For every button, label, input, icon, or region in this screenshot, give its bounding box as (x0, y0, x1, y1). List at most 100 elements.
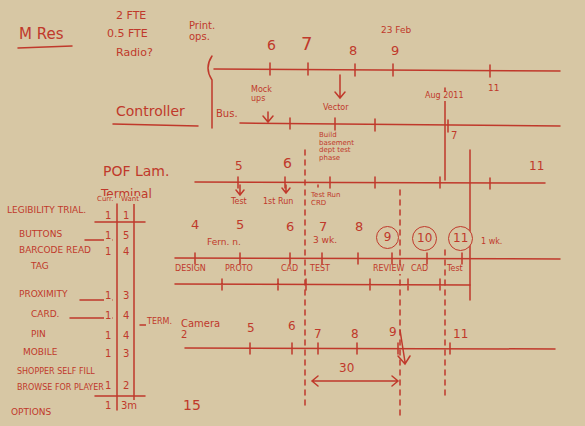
handwritten-label: 9 (390, 44, 400, 58)
handwritten-label: 6 (287, 320, 297, 333)
handwritten-label: 8 (350, 328, 360, 341)
handwritten-label: PROXIMITY (18, 290, 68, 300)
handwritten-label: BARCODE READ (18, 246, 92, 256)
handwritten-label: 1 (122, 210, 130, 221)
handwritten-label: TERM. (146, 318, 173, 327)
handwritten-label: Want (120, 196, 140, 204)
handwritten-label: 1 (104, 380, 112, 391)
timeline (175, 258, 560, 259)
handwritten-label: M Res (18, 26, 65, 43)
handwritten-label: Camera 2 (180, 318, 222, 340)
handwritten-label: 2 (122, 380, 130, 391)
handwritten-label: 9 (388, 326, 398, 339)
ticks (270, 63, 490, 77)
handwritten-label: 6 (285, 220, 295, 234)
handwritten-label: TAG (30, 262, 50, 272)
handwritten-label: SHOPPER SELF FILL (16, 368, 96, 377)
handwritten-label: 15 (182, 398, 202, 413)
ticks (195, 253, 462, 264)
handwritten-label: Test Run CRD (310, 192, 348, 207)
handwritten-label: Vector (322, 104, 350, 113)
handwritten-label: Test (230, 198, 248, 207)
handwritten-label: 7 (300, 34, 313, 54)
arrow (398, 330, 410, 364)
handwritten-label: 2 FTE (115, 10, 147, 22)
circled-number: 10 (412, 226, 437, 251)
handwritten-label: Test (446, 265, 464, 274)
dimension-arrow (312, 376, 398, 386)
handwritten-label: 3m (120, 400, 138, 411)
handwritten-label: 1st Run (262, 198, 294, 207)
handwritten-label: 7 (318, 220, 328, 234)
handwritten-label: 1 (104, 246, 112, 257)
handwritten-label: 1 wk. (480, 238, 503, 247)
handwritten-label: Build basement dept test phase (318, 132, 368, 163)
handwritten-label: CAD (280, 265, 299, 274)
handwritten-label: 4 (190, 218, 200, 232)
handwritten-label: CARD. (30, 310, 61, 320)
handwritten-label: 23 Feb (380, 26, 412, 36)
handwritten-label: Print. ops. (188, 20, 226, 42)
handwritten-label: PIN (30, 330, 47, 340)
node-text: 9 (384, 231, 392, 244)
handwritten-label: 1 (104, 230, 112, 241)
timeline (185, 348, 555, 349)
handwritten-label: MOBILE (22, 348, 58, 358)
handwritten-label: DESIGN (174, 265, 207, 274)
timeline (240, 123, 560, 126)
handwritten-label: 1 (104, 290, 112, 301)
handwritten-label: 1 (104, 310, 112, 321)
handwritten-label: PROTO (224, 265, 254, 274)
handwritten-label: 1 (104, 210, 112, 221)
handwritten-label: TEST (309, 265, 331, 274)
handwritten-label: Bus. (215, 108, 239, 119)
handwritten-label: BUTTONS (18, 230, 63, 240)
handwritten-label: 3 wk. (312, 236, 338, 246)
handwritten-label: REVIEW (372, 265, 405, 274)
handwritten-label: Mock ups (250, 86, 286, 104)
handwritten-label: 5 (234, 160, 244, 173)
table-lines (95, 204, 145, 410)
handwritten-label: 4 (122, 330, 130, 341)
handwritten-label: 11 (528, 160, 545, 173)
underline (113, 124, 198, 126)
handwritten-label: 6 (266, 38, 277, 53)
phase-line (175, 279, 470, 290)
handwritten-label: 5 (235, 218, 245, 232)
ink-lines (18, 46, 560, 420)
handwritten-label: POF Lam. (102, 164, 170, 179)
handwritten-label: 30 (338, 362, 355, 375)
handwritten-label: 8 (354, 220, 364, 234)
handwritten-label: 8 (348, 44, 358, 58)
ticks (290, 118, 448, 132)
handwritten-label: 3 (122, 290, 130, 301)
handwritten-label: Aug 2011 (424, 92, 465, 101)
handwritten-label: 5 (122, 230, 130, 241)
handwritten-label: 11 (487, 84, 500, 94)
handwritten-label: 0.5 FTE (106, 28, 149, 40)
bracket (208, 56, 212, 128)
handwritten-label: LEGIBILITY TRIAL. (6, 206, 88, 216)
handwritten-label: 1 (104, 348, 112, 359)
timeline (214, 69, 560, 71)
handwritten-label: 4 (122, 246, 130, 257)
node-text: 11 (453, 232, 468, 245)
handwritten-label: 11 (452, 328, 469, 341)
underline (18, 46, 72, 48)
arrow (335, 75, 345, 98)
ticks (238, 177, 490, 189)
handwritten-label: Fern. n. (206, 238, 242, 248)
handwritten-label: Curr. (96, 196, 115, 204)
handwritten-label: 5 (246, 322, 256, 335)
handwritten-label: 7 (450, 130, 458, 141)
handwritten-label: 1 (104, 330, 112, 341)
handwritten-label: Controller (115, 104, 186, 119)
handwritten-label: 1 (104, 400, 112, 411)
handwritten-label: BROWSE FOR PLAYER (16, 384, 105, 393)
handwritten-label: 3 (122, 348, 130, 359)
handwritten-label: 4 (122, 310, 130, 321)
handwritten-label: CAD (410, 265, 429, 274)
handwritten-label: Radio? (115, 47, 154, 59)
timeline (195, 182, 545, 183)
handwritten-label: 6 (282, 156, 293, 171)
